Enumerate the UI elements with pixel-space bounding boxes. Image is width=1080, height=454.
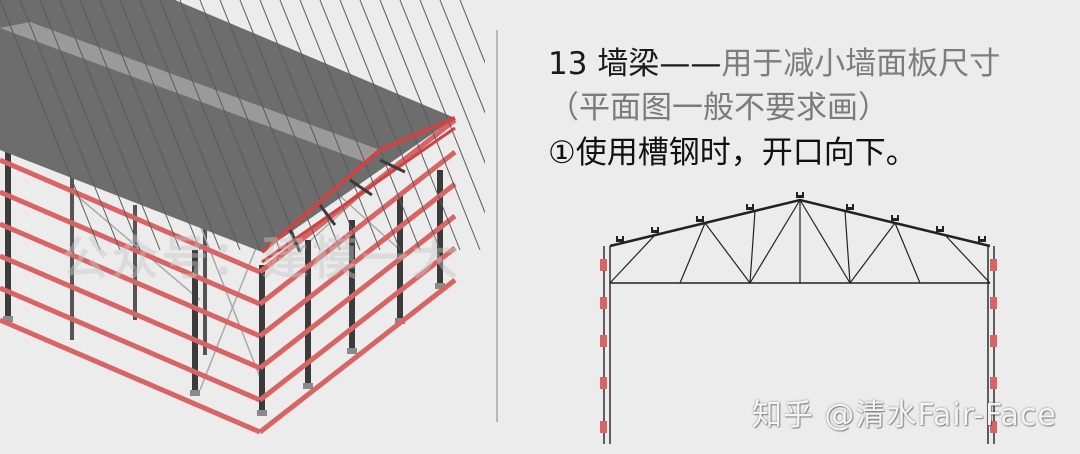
roof-rib <box>419 0 485 164</box>
roof-rib <box>439 0 485 114</box>
web-member <box>944 234 991 284</box>
roof-rib <box>379 0 481 251</box>
heading-description: 用于减小墙面板尺寸 <box>721 46 1001 82</box>
roof-rib <box>19 0 121 251</box>
roof-rib <box>319 0 421 251</box>
roof-rib <box>279 0 381 251</box>
roof-rib <box>59 0 161 251</box>
column-base <box>190 390 200 396</box>
column-base <box>435 283 445 289</box>
roof-rib <box>119 0 221 251</box>
roof-rib <box>299 0 401 251</box>
divider <box>496 30 498 422</box>
wall-girt-mark <box>600 335 607 347</box>
roof-rib <box>79 0 181 251</box>
wall-girt-mark <box>990 297 997 309</box>
purlin-mark <box>936 226 944 232</box>
truss-web <box>379 158 406 174</box>
web-member <box>894 222 921 284</box>
wall-girt-mark <box>990 335 997 347</box>
roof-rib <box>99 0 201 251</box>
portal-frame-elevation <box>600 192 997 444</box>
wall-girt <box>258 150 457 306</box>
note-text: （平面图一般不要求画） <box>548 90 889 126</box>
wall-girt <box>0 253 261 371</box>
roof-rib <box>219 0 321 251</box>
truss-top-chord <box>260 116 456 254</box>
wall-girt <box>258 246 457 402</box>
wall-girt-mark <box>990 377 997 389</box>
zhihu-watermark: 知乎 @清水Fair-Face <box>752 398 1057 433</box>
roof-rib <box>339 0 441 251</box>
purlin-mark <box>696 216 704 222</box>
purlin-mark <box>796 192 804 198</box>
truss-web <box>288 229 302 253</box>
heading-number: 13 <box>548 46 588 82</box>
wall-girt-marks <box>600 259 997 433</box>
point-1-text: ①使用槽钢时，开口向下。 <box>548 135 917 171</box>
truss-web <box>349 178 373 197</box>
wall-girt-mark <box>600 377 607 389</box>
overlay-watermark: 公众号：建模一大 <box>62 231 462 285</box>
web-member <box>844 210 851 284</box>
wall-girt-mark <box>990 421 997 433</box>
roof-rib <box>259 0 361 251</box>
wall-girt <box>0 189 261 307</box>
roof-rib <box>359 0 461 251</box>
web-member <box>799 199 851 284</box>
wall-girt <box>0 285 261 403</box>
column-base <box>347 348 357 354</box>
roof-rib <box>0 0 101 251</box>
purlin-mark <box>616 236 624 242</box>
wall-girt <box>0 157 261 275</box>
roof-panel <box>0 0 485 252</box>
brace <box>199 224 266 391</box>
end-truss <box>260 116 456 264</box>
roof-rib <box>399 0 485 214</box>
column-base <box>257 410 267 416</box>
purlin-mark <box>978 236 986 242</box>
roof-rib <box>179 0 281 251</box>
web-member <box>849 222 896 284</box>
web-member <box>679 222 706 284</box>
web-member <box>749 199 801 284</box>
heading-title: 墙梁 <box>597 46 660 82</box>
heading-dash: —— <box>659 46 722 82</box>
column-base <box>303 383 313 389</box>
roof-rib <box>139 0 241 251</box>
frame-lines <box>603 198 995 444</box>
roof-ridge <box>0 22 380 162</box>
wall-girt-mark <box>990 259 997 271</box>
steel-frame-3d-illustration <box>0 0 485 435</box>
purlin-mark <box>651 227 659 233</box>
wall-girt <box>258 278 457 434</box>
roof-rib <box>159 0 261 251</box>
web-member <box>749 210 756 284</box>
brace <box>69 189 201 301</box>
purlin-marks <box>616 192 986 242</box>
column-base <box>3 316 13 322</box>
web-member <box>609 234 656 284</box>
wall-girt <box>0 317 261 435</box>
wall-girts <box>0 118 457 435</box>
purlin-mark <box>746 204 754 210</box>
wall-girt <box>258 214 457 370</box>
wall-girt-mark <box>600 259 607 271</box>
roof-rib <box>39 0 141 251</box>
wall-girt <box>258 182 457 338</box>
roof-rib <box>199 0 301 251</box>
wall-girt-mark <box>600 297 607 309</box>
truss-web <box>318 204 337 226</box>
web-member <box>704 222 751 284</box>
purlin-mark <box>891 215 899 221</box>
roof-rib <box>459 0 485 64</box>
wall-girt <box>0 221 261 339</box>
heading: 13 墙梁——用于减小墙面板尺寸 <box>548 44 1000 84</box>
purlin-mark <box>846 204 854 210</box>
wall-girt-mark <box>600 421 607 433</box>
